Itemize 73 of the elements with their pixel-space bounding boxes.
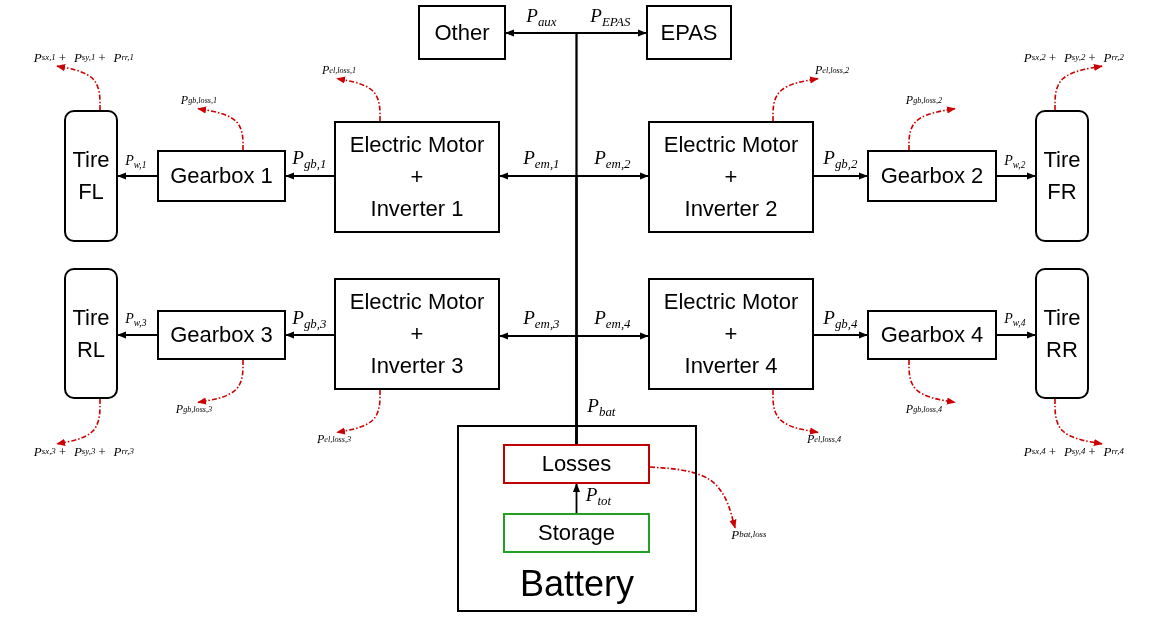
arrow (813, 172, 868, 180)
box-label: Gearbox 2 (880, 162, 984, 190)
box-label: Electric Motor + Inverter 4 (663, 288, 799, 380)
process-box (867, 310, 997, 360)
box-label: Electric Motor + Inverter 1 (349, 131, 485, 223)
edge-label: P$_{gb,1}$ (292, 148, 328, 172)
process-box (157, 310, 286, 360)
loss-arrow (908, 359, 956, 405)
process-box (503, 444, 650, 484)
box-label: Electric Motor + Inverter 2 (663, 131, 799, 223)
edge-label: P$_{aux}$ (526, 6, 558, 30)
arrow (572, 483, 581, 514)
box-label: Gearbox 3 (170, 321, 273, 349)
process-box (646, 5, 732, 60)
loss-arrow (56, 64, 101, 111)
process-box (418, 5, 506, 60)
edge-label: P$_{w,3}$ (125, 311, 148, 329)
arrow (996, 172, 1036, 180)
tire-box (64, 110, 118, 242)
box-label: Gearbox 1 (170, 162, 273, 190)
loss-arrow (197, 359, 244, 405)
box-label: Tire RL (71, 303, 111, 364)
edge-label: P$_{w,1}$ (125, 153, 148, 171)
process-box (648, 278, 814, 390)
loss-arrow (56, 398, 101, 446)
loss-arrow (772, 389, 819, 435)
loss-arrow (336, 389, 381, 435)
tire-box (1035, 110, 1089, 242)
edge-label: P$_{em,2}$ (594, 148, 632, 172)
box-label: Tire FL (71, 146, 111, 206)
arrow (285, 172, 335, 180)
box-label: Electric Motor + Inverter 3 (349, 288, 485, 380)
arrow (117, 172, 158, 180)
battery-container (457, 425, 697, 612)
edge-label: P$_{EPAS}$ (590, 6, 632, 30)
box-label: Tire RR (1042, 303, 1082, 364)
tire-box (1035, 268, 1089, 399)
tire-box (64, 268, 118, 399)
edge-label: P$_{em,1}$ (523, 148, 561, 172)
process-box (334, 278, 500, 390)
arrow (575, 332, 649, 445)
edge-label: P$_{em,4}$ (594, 308, 632, 332)
edge-label: P$_{w,2}$ (1004, 153, 1027, 171)
edge-label: P$_{w,4}$ (1004, 311, 1027, 329)
edge-label: P$_{tot}$ (585, 485, 612, 509)
process-box (503, 513, 650, 553)
process-box (648, 121, 814, 233)
edge-label: P$_{gb,2}$ (823, 148, 859, 172)
loss-arrow (1054, 63, 1103, 111)
arrow (117, 331, 158, 339)
box-label: EPAS (660, 18, 718, 47)
power-label: P$_{bat}$ (587, 396, 617, 420)
edge-label: P$_{gb,3}$ (292, 308, 328, 332)
edge-label: P$_{em,3}$ (523, 308, 561, 332)
loss-arrow (197, 106, 244, 151)
loss-arrow (649, 466, 737, 529)
loss-arrow (908, 106, 956, 151)
arrow (996, 331, 1036, 339)
loss-arrow (772, 76, 819, 122)
box-label: Losses (541, 450, 612, 478)
edge-label: P$_{gb,4}$ (823, 308, 859, 332)
loss-arrow (1054, 398, 1103, 447)
process-box (867, 150, 997, 202)
arrow (813, 331, 868, 339)
box-label: Other (434, 18, 490, 47)
box-label: Storage (537, 519, 616, 547)
box-label: Gearbox 4 (880, 321, 984, 349)
loss-arrow (336, 76, 381, 122)
process-box (157, 150, 286, 202)
arrow (285, 331, 335, 339)
box-label: Tire FR (1042, 146, 1082, 206)
process-box (334, 121, 500, 233)
box-label: Battery (519, 562, 634, 606)
